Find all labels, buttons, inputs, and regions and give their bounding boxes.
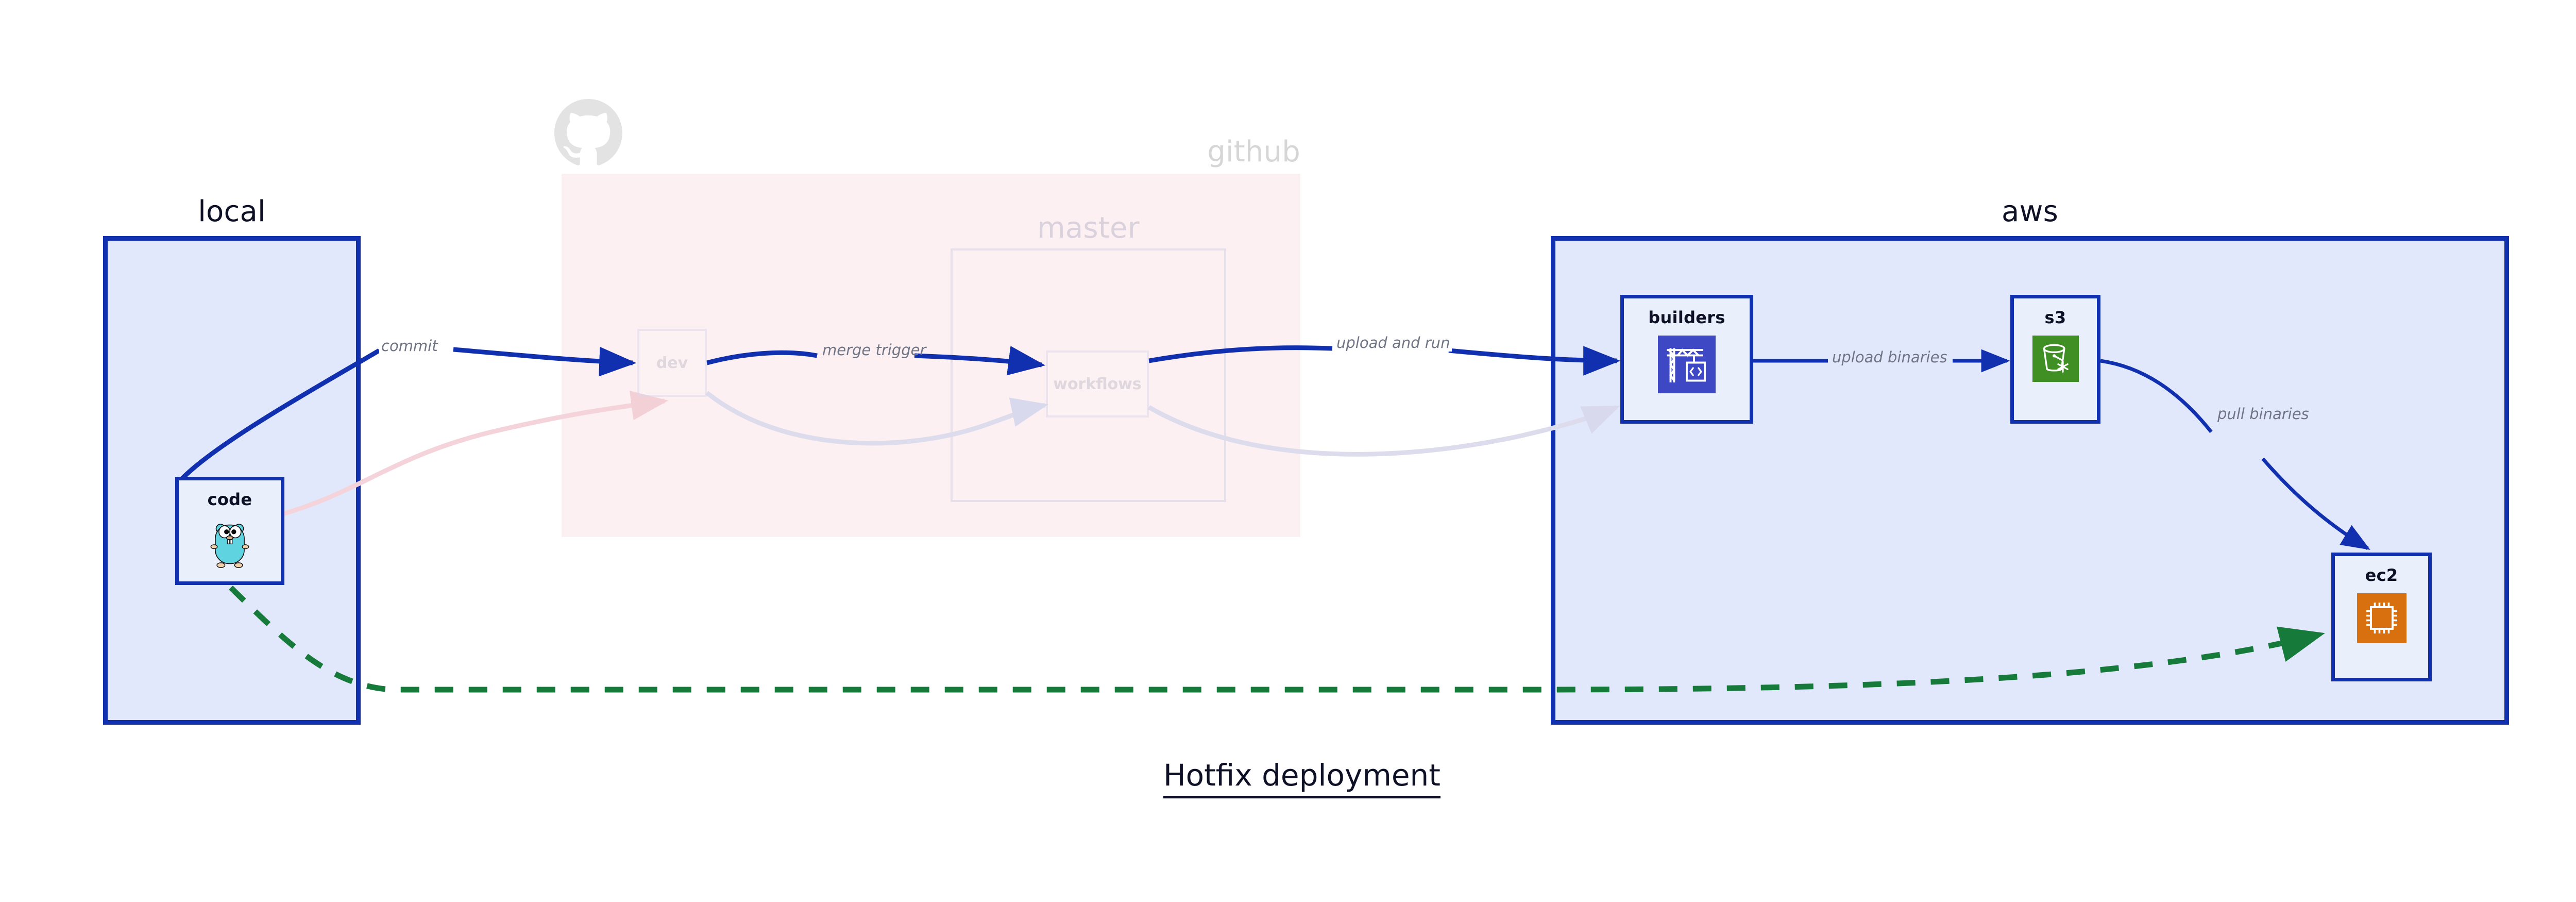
go-gopher-icon — [210, 517, 250, 573]
page-title-text: Hotfix deployment — [1163, 758, 1441, 798]
edge-label-upload-binaries: upload binaries — [1830, 348, 1950, 366]
node-code-label: code — [207, 490, 252, 509]
group-master-label: master — [1037, 211, 1140, 245]
node-workflows-label: workflows — [1053, 375, 1142, 393]
group-local-label: local — [198, 195, 266, 228]
node-s3-label: s3 — [2044, 308, 2066, 327]
node-builders-label: builders — [1648, 308, 1725, 327]
node-builders[interactable]: builders — [1620, 295, 1753, 424]
node-ec2[interactable]: ec2 — [2331, 553, 2432, 681]
node-s3[interactable]: s3 — [2010, 295, 2100, 424]
group-github-label: github — [1207, 135, 1300, 169]
aws-s3-glacier-icon — [2032, 336, 2079, 382]
node-ec2-label: ec2 — [2365, 565, 2398, 585]
aws-codebuild-icon — [1658, 336, 1716, 393]
group-aws-label: aws — [2002, 195, 2058, 228]
edge-label-commit: commit — [379, 337, 440, 355]
github-octocat-icon — [554, 99, 622, 167]
edge-label-upload-and-run: upload and run — [1334, 334, 1452, 352]
node-code[interactable]: code — [175, 477, 284, 585]
edge-label-merge-trigger: merge trigger — [822, 341, 926, 359]
node-dev-label: dev — [656, 354, 688, 372]
edge-label-pull-binaries: pull binaries — [2215, 405, 2311, 423]
page-title: Hotfix deployment — [0, 758, 2576, 798]
node-dev[interactable]: dev — [637, 329, 707, 397]
group-master — [951, 248, 1226, 502]
aws-ec2-cpu-icon — [2357, 593, 2406, 643]
node-workflows[interactable]: workflows — [1046, 350, 1149, 417]
